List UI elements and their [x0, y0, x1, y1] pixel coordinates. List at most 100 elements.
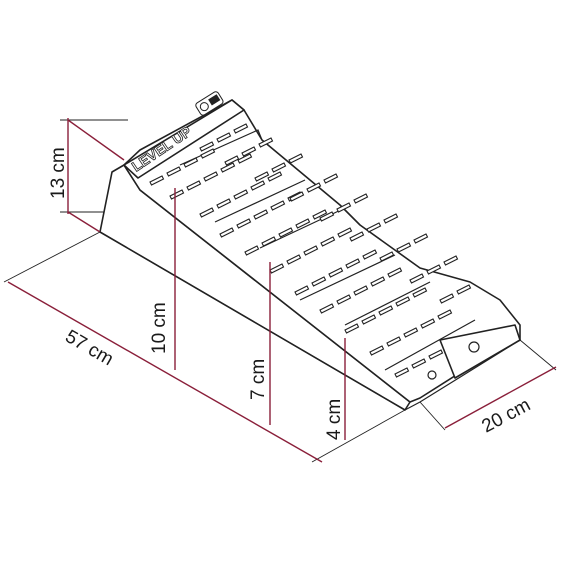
- tread-slot: [267, 171, 283, 182]
- dimension-height-total: 13 cm: [48, 118, 128, 233]
- tread-slot: [219, 227, 235, 238]
- tread-slot: [437, 309, 453, 320]
- tread-slot: [349, 231, 365, 242]
- tread-slot: [199, 207, 215, 218]
- tread-slot: [395, 296, 411, 307]
- extension-line: [419, 401, 446, 431]
- bolt-hole: [427, 370, 437, 380]
- step-divider-4: [299, 254, 396, 301]
- tread-slot: [236, 218, 252, 229]
- tread-slot: [278, 227, 294, 238]
- tread-slot: [383, 213, 399, 224]
- tread-slot: [394, 367, 410, 378]
- tread-slot: [323, 173, 339, 184]
- tread-slot: [443, 255, 459, 266]
- bolt-hole: [468, 341, 480, 353]
- tread-slot: [233, 189, 249, 200]
- tread-slot: [183, 157, 199, 168]
- step-divider-2: [214, 179, 306, 223]
- tread-slot: [361, 314, 377, 325]
- tread-slot: [269, 263, 285, 274]
- tread-slot: [303, 245, 319, 256]
- tread-slot: [224, 155, 240, 166]
- tread-slot: [216, 198, 232, 209]
- tread-slot: [420, 318, 436, 329]
- tread-slot: [244, 245, 260, 256]
- extension-line: [311, 409, 406, 463]
- tread-slots: [149, 123, 472, 378]
- tread-slot: [261, 236, 277, 247]
- tread-slot: [312, 209, 328, 220]
- tread-slot: [396, 242, 412, 253]
- tread-slot: [258, 137, 274, 148]
- tread-slot: [286, 254, 302, 265]
- tread-slot: [409, 273, 425, 284]
- tread-slot: [366, 222, 382, 233]
- tread-slot: [387, 267, 403, 278]
- tread-slot: [413, 233, 429, 244]
- tread-slot: [370, 276, 386, 287]
- tread-slot: [271, 162, 287, 173]
- tread-slot: [270, 200, 286, 211]
- tread-slot: [294, 285, 310, 296]
- dimension-line: [7, 281, 323, 463]
- tread-slot: [353, 193, 369, 204]
- tread-slot: [169, 189, 185, 200]
- dimension-step-low: 4 cm: [324, 338, 346, 440]
- tread-slot: [233, 123, 249, 134]
- tread-slot: [311, 276, 327, 287]
- tread-slot: [378, 305, 394, 316]
- tread-slot: [289, 191, 305, 202]
- tread-slot: [200, 148, 216, 159]
- extension-line: [3, 231, 101, 283]
- tread-slot: [337, 227, 353, 238]
- step-high-label: 10 cm: [149, 302, 170, 354]
- step-divider-5: [344, 281, 431, 326]
- tread-slot: [362, 249, 378, 260]
- tread-slot: [220, 162, 236, 173]
- tread-slot: [403, 327, 419, 338]
- extension-line: [519, 339, 557, 371]
- tread-slot: [428, 349, 444, 360]
- tread-slot: [237, 153, 253, 164]
- dimension-step-mid: 7 cm: [248, 262, 271, 425]
- tread-slot: [166, 166, 182, 177]
- tread-slot: [253, 209, 269, 220]
- length-label: 57 cm: [62, 326, 117, 370]
- tread-slot: [288, 153, 304, 164]
- dimension-line-diagonal: [67, 211, 101, 233]
- tread-slot: [411, 358, 427, 369]
- tread-slot: [319, 211, 335, 222]
- tread-slot: [319, 303, 335, 314]
- tread-slot: [439, 293, 455, 304]
- tread-slot: [426, 264, 442, 275]
- dimension-line: [444, 366, 557, 429]
- tread-slot: [186, 180, 202, 191]
- tread-slot: [320, 236, 336, 247]
- width-label: 20 cm: [478, 395, 534, 438]
- ramp-back-plate: [123, 99, 245, 179]
- tread-slot: [203, 171, 219, 182]
- leveling-ramp: LEVEL UP: [99, 91, 521, 411]
- tread-slot: [241, 146, 257, 157]
- tread-slot: [199, 141, 215, 152]
- tread-slot: [250, 180, 266, 191]
- tread-slot: [344, 323, 360, 334]
- step-low-label: 4 cm: [324, 399, 345, 440]
- tread-slot: [369, 345, 385, 356]
- dimension-step-high: 10 cm: [149, 188, 176, 370]
- tread-slot: [412, 287, 428, 298]
- tread-slot: [216, 132, 232, 143]
- tread-slot: [328, 267, 344, 278]
- tread-slot: [336, 202, 352, 213]
- tread-slot: [254, 171, 270, 182]
- dimension-line-diagonal: [67, 119, 125, 161]
- tread-slot: [345, 258, 361, 269]
- tread-slot: [295, 218, 311, 229]
- ramp-bottom-edge: [99, 231, 521, 411]
- step-divider-6: [384, 319, 476, 371]
- tread-slot: [353, 285, 369, 296]
- step-mid-label: 7 cm: [248, 359, 269, 400]
